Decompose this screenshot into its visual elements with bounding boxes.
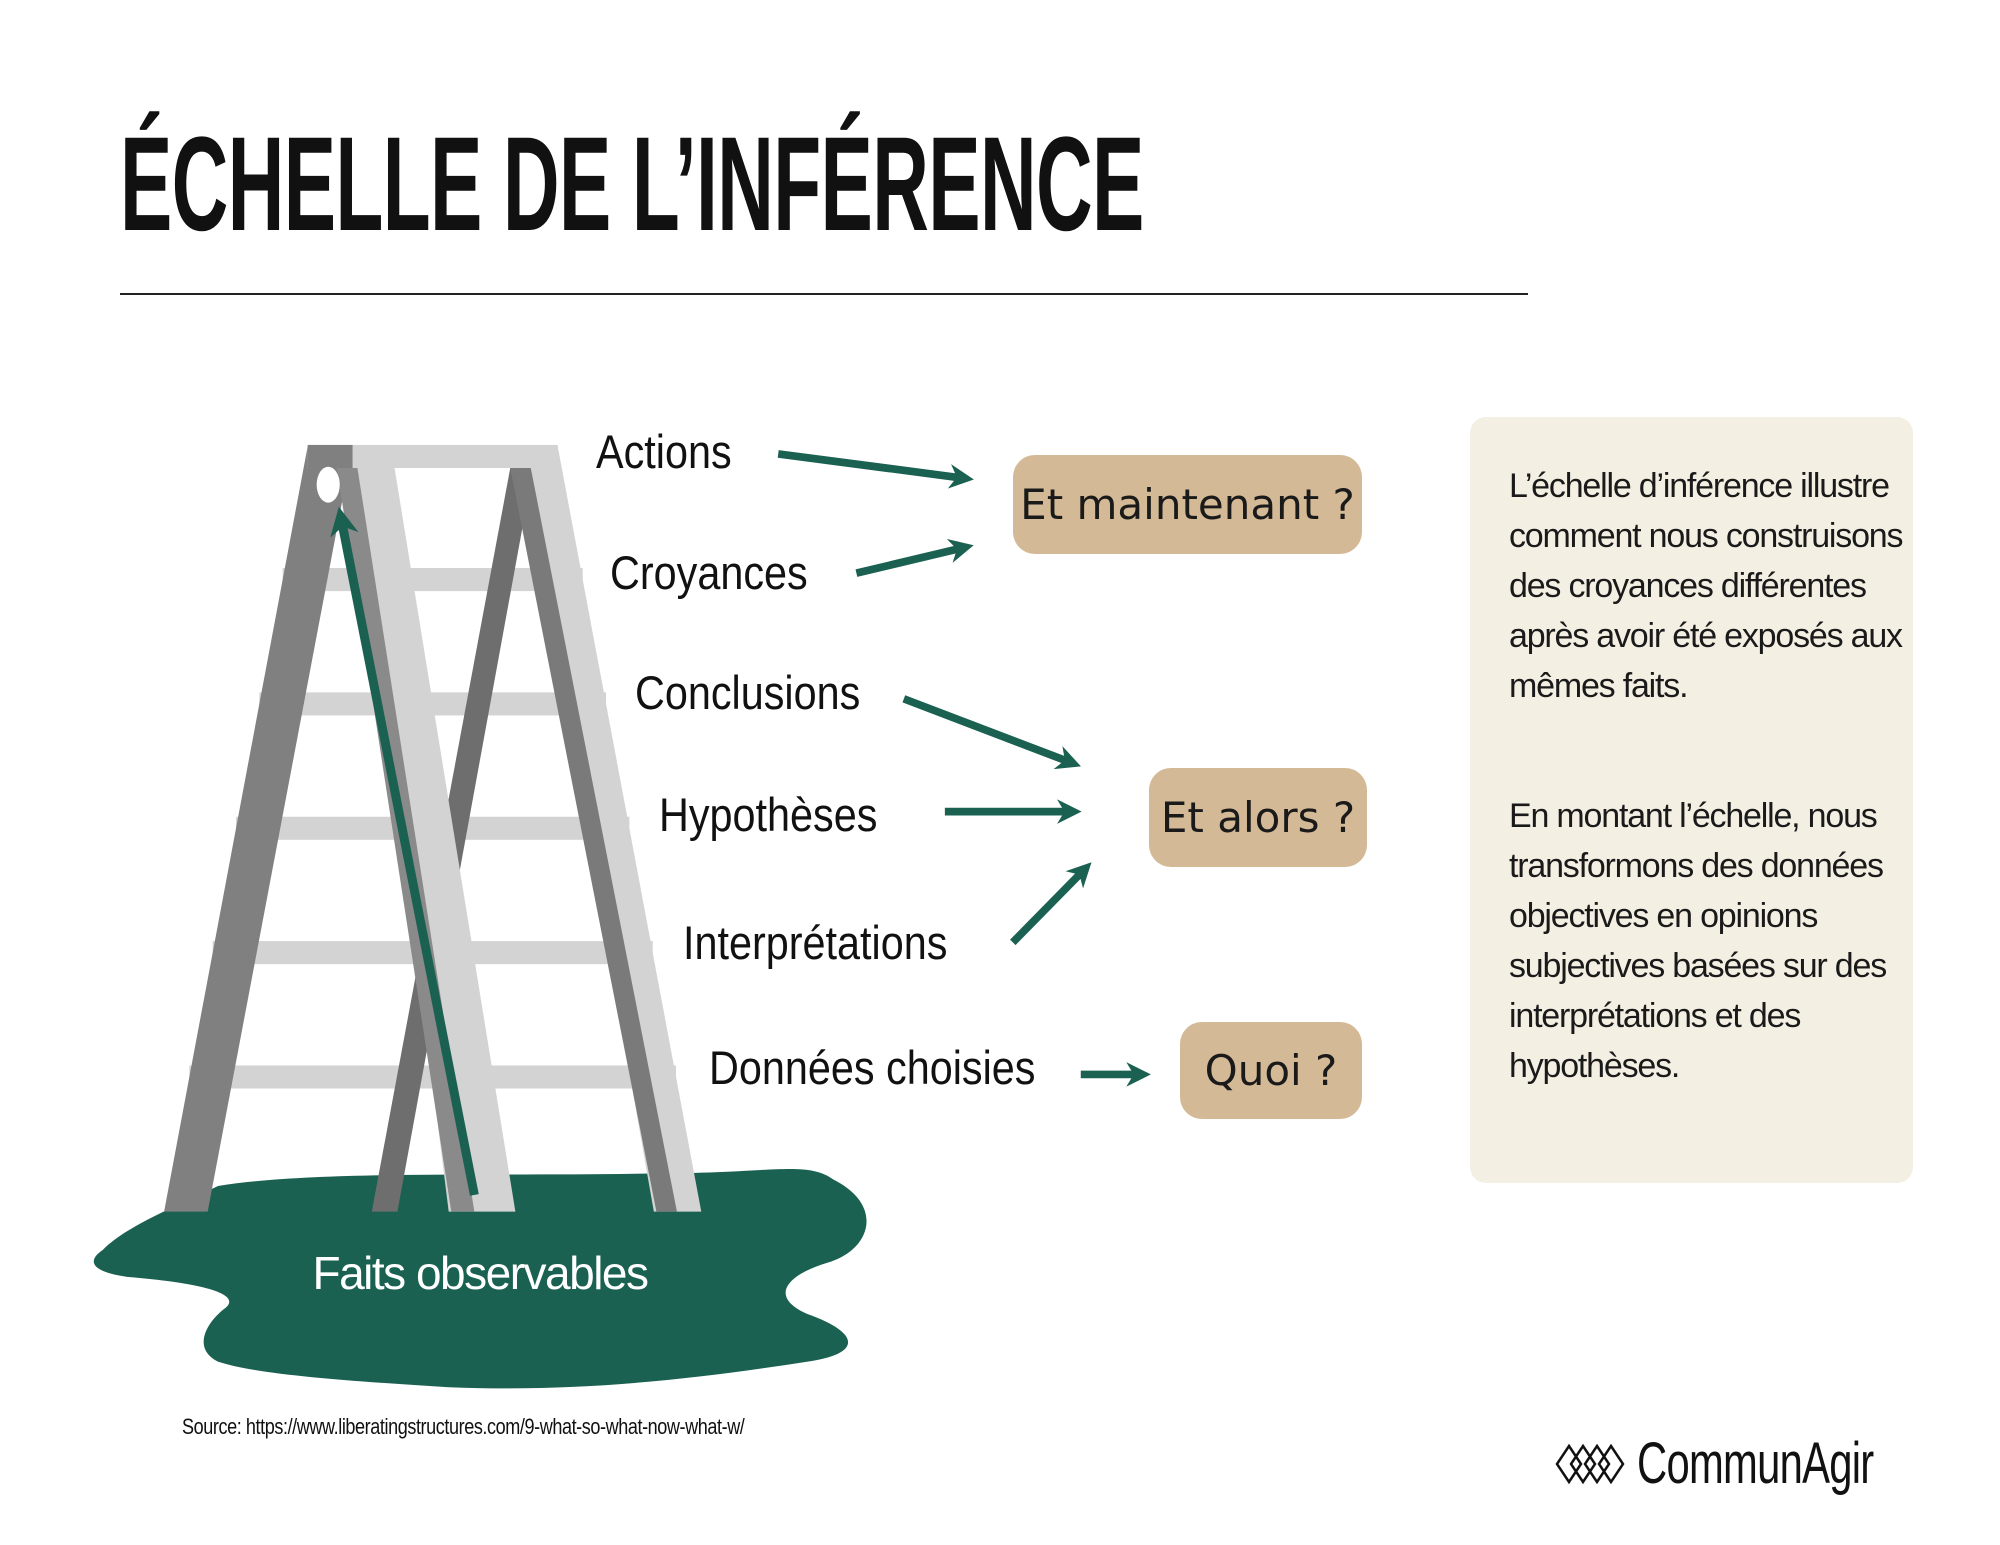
description-paragraph: L’échelle d’inférence illustre comment n…: [1509, 467, 1904, 705]
climb-arrow: [330, 506, 479, 1196]
ladder-top: [307, 444, 558, 469]
question-so-what: Et alors ?: [1149, 768, 1367, 867]
logo: CommunAgir: [1555, 1430, 1965, 1497]
title-divider: [120, 293, 1528, 295]
ladder-hole: [316, 466, 340, 503]
step-arrows: [777, 450, 1151, 1087]
question-what: Quoi ?: [1180, 1022, 1362, 1119]
back-right-rail-shade: [510, 468, 677, 1212]
step-actions: Actions: [596, 425, 732, 478]
step-donnees: Données choisies: [709, 1041, 1036, 1094]
step-croyances: Croyances: [610, 546, 808, 599]
source-citation: Source: https://www.liberatingstructures…: [182, 1414, 745, 1439]
step-conclusions: Conclusions: [635, 666, 861, 719]
description-paragraph: En montant l’échelle, nous transformons …: [1509, 797, 1887, 1085]
logo-text: CommunAgir: [1637, 1431, 1874, 1496]
base-label: Faits observables: [312, 1247, 650, 1299]
front-right-rail: [352, 446, 516, 1212]
question-now-what: Et maintenant ?: [1013, 455, 1362, 554]
page-title: ÉCHELLE DE L’INFÉRENCE: [120, 110, 1144, 259]
description-panel: L’échelle d’inférence illustre comment n…: [1470, 417, 1913, 1183]
step-hypotheses: Hypothèses: [659, 788, 878, 841]
step-interpretations: Interprétations: [683, 916, 948, 969]
logo-diamonds-icon: [1555, 1443, 1625, 1484]
back-right-rail: [519, 446, 702, 1212]
puddle-shape: [93, 1168, 867, 1389]
front-left-rail: [164, 446, 353, 1212]
